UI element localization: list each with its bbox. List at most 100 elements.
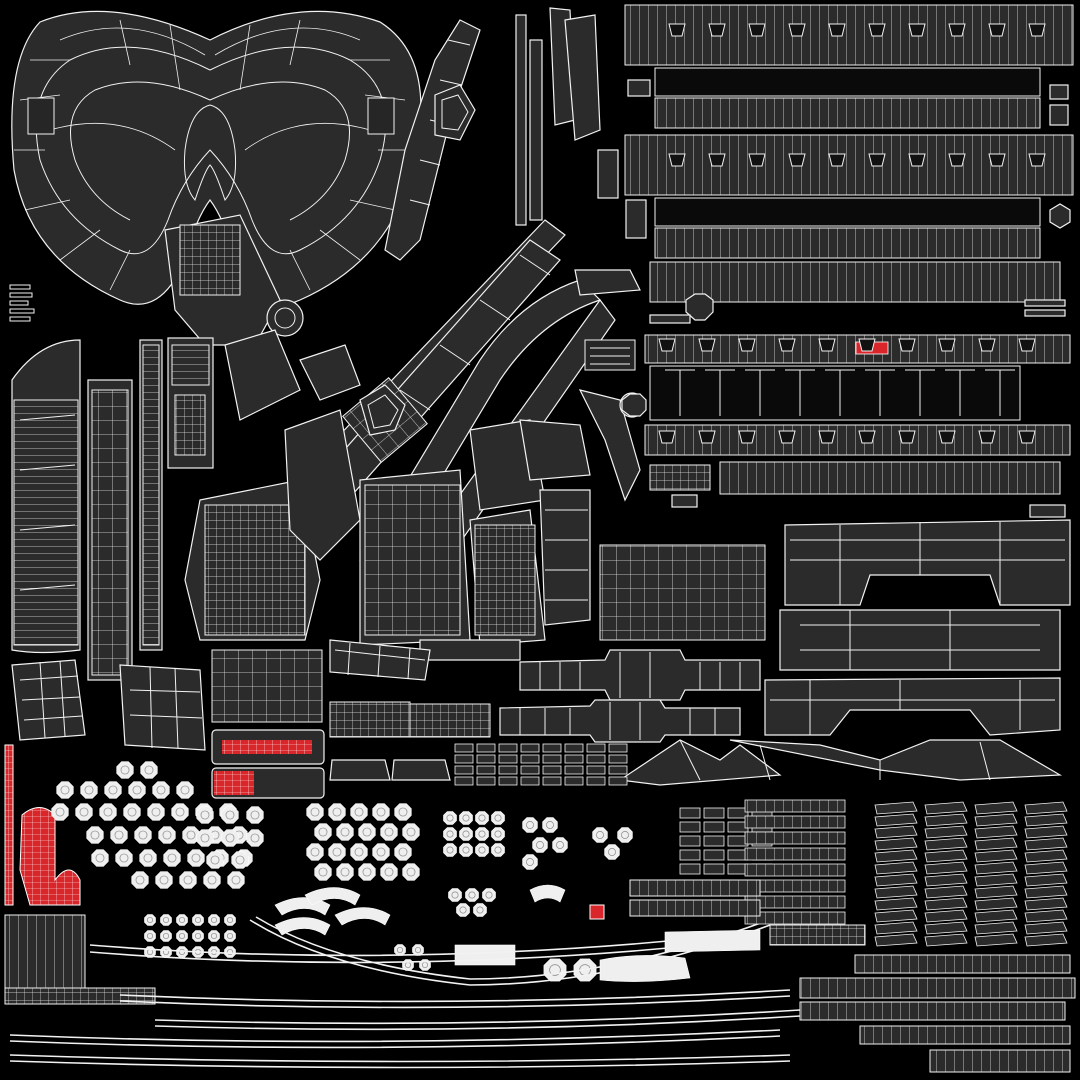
lower-left-islands <box>11 649 323 751</box>
nut-island <box>196 829 214 847</box>
nut-hole <box>376 847 386 857</box>
tile <box>476 743 496 753</box>
panel-notch <box>988 153 1006 167</box>
curved-piece <box>334 907 391 926</box>
nut-island <box>522 817 538 833</box>
nut-island <box>443 827 457 841</box>
nut-hole <box>332 807 342 817</box>
nut-island <box>221 829 239 847</box>
panel-notch <box>868 23 886 37</box>
nut-hole <box>485 891 493 899</box>
panel-divider <box>825 369 855 416</box>
panel-notch <box>658 430 676 444</box>
panel-notch <box>668 23 686 37</box>
tile <box>703 807 725 819</box>
tile <box>498 754 518 764</box>
nut-island <box>456 903 470 917</box>
nut-island <box>179 871 197 889</box>
nut-island <box>231 851 249 869</box>
panel-divider <box>705 369 735 416</box>
nut-hole <box>526 858 534 866</box>
stacked-part <box>874 849 918 863</box>
panel-notch <box>1018 430 1036 444</box>
panel-divider <box>665 369 695 416</box>
nut-hole <box>146 932 154 940</box>
stacked-part <box>874 933 918 947</box>
nut-island <box>491 811 505 825</box>
stacked-part <box>924 861 968 875</box>
nut-island <box>134 826 152 844</box>
nut-hole <box>462 846 470 854</box>
nut-hole <box>250 833 260 843</box>
nut-hole <box>191 853 201 863</box>
nut-island <box>116 761 134 779</box>
nut-hole <box>135 875 145 885</box>
stacked-part <box>874 837 918 851</box>
stacked-part <box>1024 825 1068 839</box>
panel-notch <box>948 23 966 37</box>
right-small-islands <box>621 79 1071 518</box>
nut-island <box>144 930 156 942</box>
nut-island <box>203 871 221 889</box>
tile <box>564 765 584 775</box>
panel-notch <box>908 153 926 167</box>
tile <box>542 776 562 786</box>
nut-island <box>224 914 236 926</box>
nut-hole <box>596 831 604 839</box>
nut-hole <box>162 830 172 840</box>
nut-hole <box>310 847 320 857</box>
nut-island <box>491 827 505 841</box>
nut-hole <box>235 855 245 865</box>
nut-hole <box>194 932 202 940</box>
panel-notch <box>708 153 726 167</box>
stacked-bar <box>744 831 846 845</box>
tile <box>498 776 518 786</box>
stacked-part <box>874 801 918 815</box>
nut-island <box>336 823 354 841</box>
nut-island <box>208 930 220 942</box>
nut-island <box>80 781 98 799</box>
tile <box>679 849 701 861</box>
nut-hole <box>608 848 616 856</box>
tile <box>703 863 725 875</box>
nut-island <box>75 803 93 821</box>
stacked-part <box>874 873 918 887</box>
nut-hole <box>556 841 564 849</box>
stacked-part <box>1024 873 1068 887</box>
thin-strip-islands <box>515 7 647 502</box>
tile <box>608 754 628 764</box>
stacked-part <box>924 825 968 839</box>
nut-island <box>192 930 204 942</box>
nut-island <box>182 826 200 844</box>
panel-notch-markers <box>658 23 1046 444</box>
nut-hole <box>210 916 218 924</box>
stacked-part <box>874 909 918 923</box>
nut-island <box>328 803 346 821</box>
stacked-part <box>924 801 968 815</box>
panel-notch <box>738 430 756 444</box>
nut-hole <box>200 833 210 843</box>
tile <box>564 754 584 764</box>
nut-hole <box>546 821 554 829</box>
nut-hole <box>210 855 220 865</box>
tile <box>586 743 606 753</box>
panel-notch <box>788 23 806 37</box>
panel-notch <box>868 153 886 167</box>
stacked-part <box>974 813 1018 827</box>
stacked-part <box>874 861 918 875</box>
nut-hole <box>119 853 129 863</box>
nut-island <box>224 946 236 958</box>
right-long-panels <box>624 4 1074 495</box>
stacked-part <box>974 801 1018 815</box>
panel-notch <box>978 430 996 444</box>
nut-hole <box>340 867 350 877</box>
stacked-part <box>1024 849 1068 863</box>
nut-hole <box>468 891 476 899</box>
tile <box>703 849 725 861</box>
tile <box>454 754 474 764</box>
nut-island <box>176 914 188 926</box>
nut-hole <box>226 916 234 924</box>
nut-hole <box>396 946 404 954</box>
nut-island <box>163 849 181 867</box>
